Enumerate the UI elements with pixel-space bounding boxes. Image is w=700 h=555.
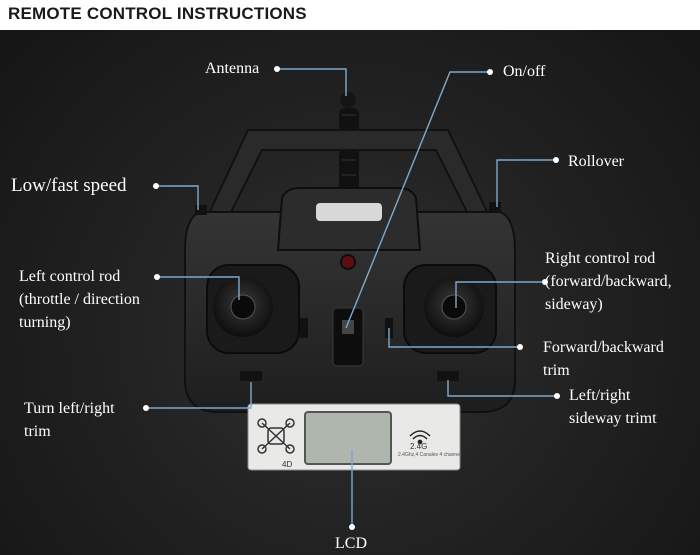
quadcopter-icon: [257, 418, 295, 454]
leader-lines: [146, 68, 557, 527]
rollover-button: [489, 202, 501, 212]
spec-label: 2.4Ghz,4 Canales 4 channel: [398, 452, 462, 458]
label-forward-trim-2: trim: [543, 362, 570, 379]
wifi-icon: [409, 430, 431, 445]
label-forward-trim-1: Forward/backward: [543, 339, 664, 356]
header-band: [0, 0, 700, 30]
label-on-off: On/off: [503, 63, 546, 80]
mode-label: 4D: [282, 460, 293, 469]
turn-trim: [240, 371, 262, 381]
label-rollover: Rollover: [568, 153, 624, 170]
speed-button: [195, 205, 207, 215]
label-lcd: LCD: [335, 535, 367, 552]
right-gimbal: [403, 264, 497, 354]
label-sideway-trim-1: Left/right: [569, 387, 631, 404]
indicator-led: [340, 254, 356, 270]
label-turn-trim-2: trim: [24, 423, 51, 440]
label-right-rod-2: (forward/backward,: [545, 273, 672, 290]
label-right-rod-3: sideway): [545, 296, 603, 313]
power-switch: [332, 307, 364, 367]
label-left-rod-3: turning): [19, 314, 71, 331]
band-label: 2.4G: [410, 442, 428, 451]
leader-dots: [143, 66, 560, 530]
label-low-fast-speed: Low/fast speed: [11, 175, 127, 196]
page-title: REMOTE CONTROL INSTRUCTIONS: [8, 4, 307, 23]
label-left-rod-1: Left control rod: [19, 268, 121, 285]
power-light-window: [316, 203, 382, 221]
label-right-rod-1: Right control rod: [545, 250, 656, 267]
sideway-trim: [437, 371, 459, 381]
left-gimbal: [206, 264, 300, 354]
label-sideway-trim-2: sideway trimt: [569, 410, 657, 427]
label-antenna: Antenna: [205, 60, 260, 77]
label-left-rod-2: (throttle / direction: [19, 291, 140, 308]
lcd-screen: [304, 411, 392, 465]
turn-trim-left-small: [300, 318, 308, 338]
label-turn-trim-1: Turn left/right: [24, 400, 115, 417]
